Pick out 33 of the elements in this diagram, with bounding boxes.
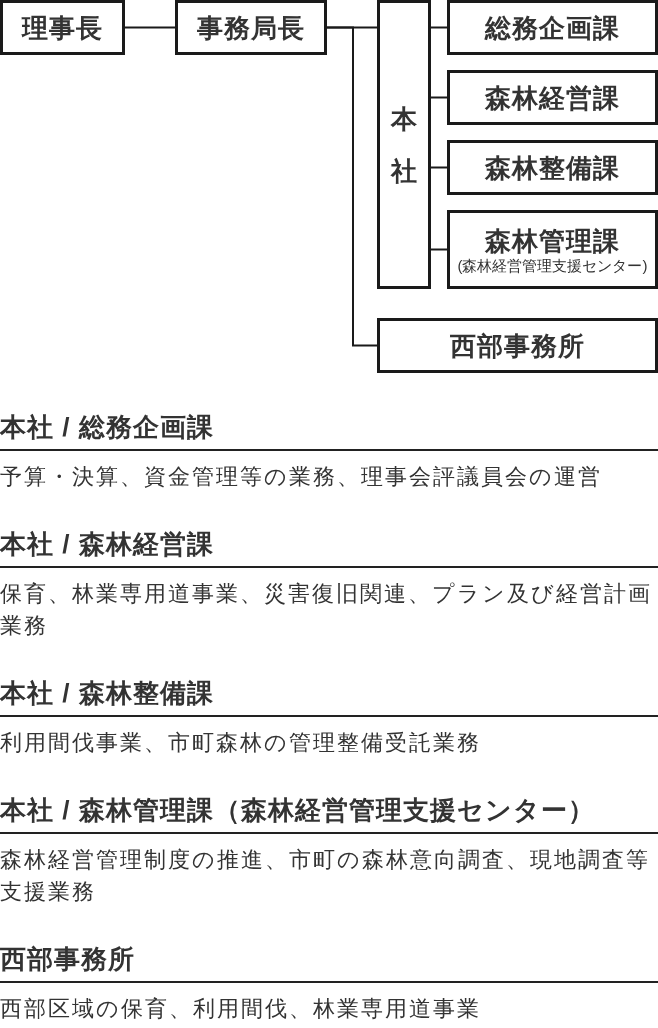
org-box [447, 140, 658, 195]
section-text: 予算・決算、資金管理等の業務、理事会評議員会の運営 [0, 463, 603, 491]
box-label: 総務企画課 [485, 11, 620, 44]
section-text: 西部区域の保育、利用間伐、林業専用道事業 [0, 995, 482, 1023]
section-heading: 本社 / 森林経営課 [0, 528, 214, 561]
box-label: 事務局長 [197, 11, 305, 44]
section-heading: 本社 / 森林整備課 [0, 677, 214, 710]
connector-line [430, 166, 448, 169]
section-heading: 西部事務所 [0, 943, 135, 976]
org-box [447, 210, 658, 289]
org-box [447, 70, 658, 125]
section-text: 利用間伐事業、市町森林の管理整備受託業務 [0, 729, 482, 757]
box-label: 森林整備課 [485, 151, 620, 184]
section-text: 森林経営管理制度の推進、市町の森林意向調査、現地調査等支援業務 [0, 846, 651, 906]
connector-line [326, 26, 378, 347]
connector-line [430, 96, 448, 99]
section-heading: 本社 / 森林管理課（森林経営管理支援センター） [0, 794, 595, 827]
vertical-label: 本社 [391, 102, 417, 188]
org-box [447, 0, 658, 55]
connector-line [430, 26, 448, 29]
box-label: 森林経営課 [485, 81, 620, 114]
box-sublabel: (森林経営管理支援センター) [457, 256, 648, 275]
section-heading: 本社 / 総務企画課 [0, 411, 214, 444]
box-label: 理事長 [22, 11, 103, 44]
org-box [0, 0, 125, 55]
org-box [377, 0, 431, 289]
section-text: 保育、林業専用道事業、災害復旧関連、プラン及び経営計画業務 [0, 580, 653, 640]
box-label: 西部事務所 [450, 329, 585, 362]
connector-line [124, 26, 176, 29]
org-box [377, 318, 658, 373]
box-label: 森林管理課 [485, 224, 620, 257]
connector-line [430, 248, 448, 251]
org-box [175, 0, 327, 55]
